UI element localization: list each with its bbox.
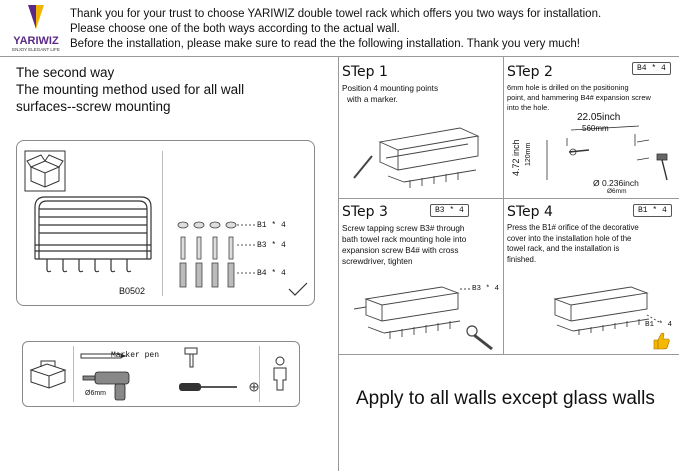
person-icon bbox=[273, 356, 287, 391]
step2-dim-width-mm: 560mm bbox=[582, 124, 609, 133]
package-contents-panel: B0502 B1 * 4 B3 * 4 B4 * 4 bbox=[16, 140, 315, 306]
checkmark-icon bbox=[288, 282, 308, 296]
package-box-icon bbox=[24, 150, 66, 192]
drill-bit-label: Ø6mm bbox=[85, 390, 106, 397]
brand-logo: YARIWIZ ENJOY ELEGANT LIFE bbox=[6, 3, 66, 52]
step3-text-2: bath towel rack mounting hole into bbox=[342, 235, 467, 244]
marker-pen-icon bbox=[80, 353, 127, 359]
electric-drill-icon bbox=[82, 371, 130, 401]
step3-text-4: screwdriver, tighten bbox=[342, 257, 413, 266]
part-b4-label: B4 * 4 bbox=[257, 269, 286, 278]
footer-note: Apply to all walls except glass walls bbox=[356, 388, 655, 409]
step1-drawing bbox=[353, 127, 480, 188]
step2-text: 6mm hole is drilled on the positioning p… bbox=[507, 83, 651, 113]
step2-tag: B4 * 4 bbox=[632, 62, 671, 75]
step3-text-1: Screw tapping screw B3# through bbox=[342, 224, 465, 233]
step3-text: Screw tapping screw B3# through bath tow… bbox=[342, 223, 466, 267]
grid-middle-line bbox=[338, 198, 679, 199]
intro-line-3: surfaces--screw mounting bbox=[16, 99, 171, 114]
step2-panel: STep 2 B4 * 4 6mm hole is drilled on the… bbox=[505, 60, 677, 197]
step4-part-label: B1 * 4 bbox=[645, 321, 673, 329]
step2-dim-diameter-in: Ø 0.236inch bbox=[593, 178, 639, 188]
step3-panel: STep 3 B3 * 4 Screw tapping screw B3# th… bbox=[340, 201, 502, 352]
step3-title: STep 3 bbox=[342, 204, 388, 220]
step4-text-1: Press the B1# orifice of the decorative bbox=[507, 223, 639, 232]
brand-tagline: ENJOY ELEGANT LIFE bbox=[12, 47, 60, 52]
step2-title: STep 2 bbox=[507, 64, 553, 80]
step3-tag: B3 * 4 bbox=[430, 204, 469, 217]
step2-text-1: 6mm hole is drilled on the positioning bbox=[507, 83, 629, 92]
intro-text: The second way The mounting method used … bbox=[16, 64, 244, 115]
header-text: Thank you for your trust to choose YARIW… bbox=[70, 7, 601, 52]
step3-part-label: B3 * 4 bbox=[472, 285, 500, 293]
step2-dim-height-mm: 120mm bbox=[525, 142, 532, 166]
step4-tag: B1 * 4 bbox=[633, 204, 672, 217]
header-divider bbox=[0, 56, 679, 57]
hardware-drawing bbox=[177, 221, 255, 288]
tools-divider-1 bbox=[73, 346, 74, 402]
header-line-2: Please choose one of the both ways accor… bbox=[70, 23, 400, 35]
header-line-1: Thank you for your trust to choose YARIW… bbox=[70, 8, 602, 20]
step4-title: STep 4 bbox=[507, 204, 553, 220]
step4-text-2: cover into the installation hole of the bbox=[507, 233, 632, 243]
hammer-icon bbox=[184, 347, 198, 368]
thumbs-up-icon bbox=[653, 332, 670, 350]
grid-center-line bbox=[503, 57, 504, 354]
tools-divider-2 bbox=[259, 346, 260, 402]
header-line-3: Before the installation, please make sur… bbox=[70, 38, 580, 50]
intro-line-2: The mounting method used for all wall bbox=[16, 82, 245, 97]
grid-bottom-line bbox=[338, 354, 679, 355]
part-b3-label: B3 * 4 bbox=[257, 241, 286, 250]
model-label: B0502 bbox=[119, 286, 146, 296]
step2-dim-diameter-mm: Ø6mm bbox=[607, 188, 627, 195]
step4-text-4: finished. bbox=[507, 254, 537, 264]
step4-drawing bbox=[553, 286, 662, 335]
screwdriver-icon bbox=[179, 383, 237, 391]
step1-text: Position 4 mounting points with a marker… bbox=[342, 83, 438, 105]
step4-text: Press the B1# orifice of the decorative … bbox=[507, 223, 639, 265]
toolbox-icon bbox=[29, 360, 67, 389]
step2-dim-width-in: 22.05inch bbox=[577, 112, 621, 123]
towel-rack-drawing bbox=[34, 196, 152, 273]
logo-mark-icon bbox=[28, 5, 44, 29]
brand-name: YARIWIZ bbox=[13, 35, 59, 47]
step4-text-3: towel rack, and the installation is bbox=[507, 244, 620, 253]
right-panel-left-border bbox=[338, 57, 339, 471]
step2-drawing bbox=[546, 125, 668, 181]
step4-panel: STep 4 B1 * 4 Press the B1# orifice of t… bbox=[505, 201, 677, 352]
step2-text-2: point, and hammering B4# expansion screw bbox=[507, 93, 651, 102]
marker-pen-label: Marker pen bbox=[111, 351, 160, 360]
intro-line-1: The second way bbox=[16, 65, 115, 80]
step3-text-3: expansion screw B4# with cross bbox=[342, 246, 459, 255]
part-b1-label: B1 * 4 bbox=[257, 221, 286, 230]
cross-tip-icon bbox=[249, 382, 259, 392]
step3-drawing bbox=[353, 286, 493, 351]
panel-vertical-divider bbox=[162, 151, 163, 296]
tools-panel: Marker pen Ø6mm bbox=[22, 341, 300, 407]
step1-title: STep 1 bbox=[342, 64, 388, 80]
step1-panel: STep 1 Position 4 mounting points with a… bbox=[340, 60, 502, 197]
step1-text-2: with a marker. bbox=[347, 95, 398, 104]
step2-text-3: into the hole. bbox=[507, 103, 550, 112]
step1-text-1: Position 4 mounting points bbox=[342, 84, 439, 93]
step2-dim-height-in: 4.72 inch bbox=[511, 139, 521, 176]
